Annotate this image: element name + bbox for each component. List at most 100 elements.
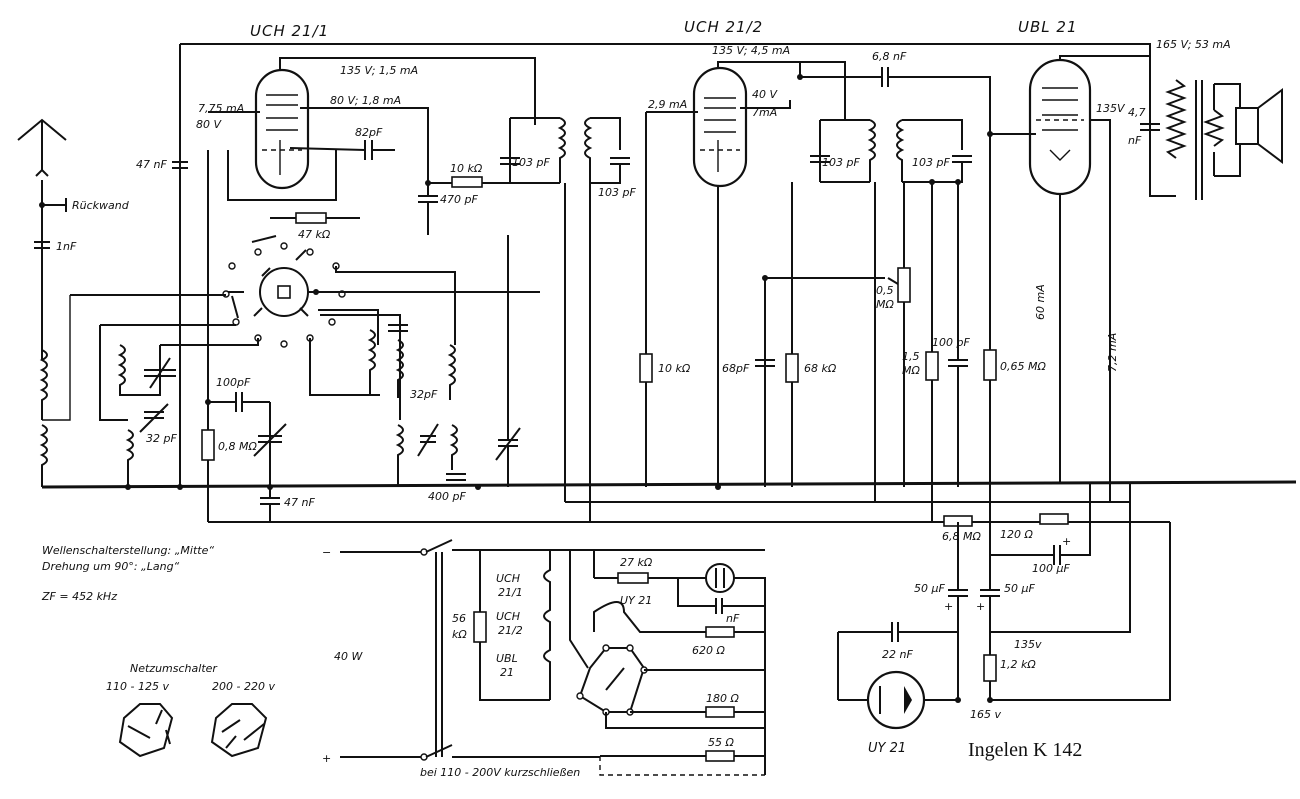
- minus-label: −: [322, 546, 331, 559]
- v165-53ma-label: 165 V; 53 mA: [1156, 38, 1231, 51]
- heater-212: 21/2: [498, 624, 523, 637]
- tube-ubl21: [1028, 58, 1092, 196]
- plus-100uf: +: [1062, 535, 1071, 548]
- r05-label: 0,5: [876, 284, 894, 297]
- r120-label: 120 Ω: [1000, 528, 1033, 541]
- r55-label: 55 Ω: [708, 736, 734, 749]
- resistor-08m: [201, 429, 215, 461]
- resistor-065m: [983, 349, 997, 381]
- zf-note: ZF = 452 kHz: [41, 590, 117, 603]
- tube-ubl21-label: UBL 21: [1018, 18, 1077, 36]
- ma72-label: 7,2 mA: [1106, 333, 1119, 372]
- c32b-label: 32pF: [410, 388, 438, 401]
- mains-selector-200-icon: [210, 703, 268, 758]
- screen-wire-1: [300, 107, 429, 183]
- tube-uch21-2-label: UCH 21/2: [684, 18, 763, 36]
- osc-coil-mid: [367, 235, 521, 487]
- r10k2-label: 10 kΩ: [658, 362, 691, 375]
- v135b-label: 135v: [1014, 638, 1042, 651]
- resistor-620: [705, 626, 735, 638]
- c50b-label: 50 µF: [1004, 582, 1035, 595]
- c47nf-unit-label: nF: [1128, 134, 1142, 147]
- resistor-180: [705, 706, 735, 718]
- resistor-10k-top: [451, 176, 483, 188]
- cap-100pf: [948, 182, 968, 487]
- plus-c50b: +: [976, 600, 985, 613]
- r68k-label: 68 kΩ: [804, 362, 837, 375]
- r15-label: 1,5: [902, 350, 920, 363]
- w40-label: 40 W: [334, 650, 363, 663]
- v135-45ma-label: 135 V; 4,5 mA: [712, 44, 790, 57]
- ma29-label: 2,9 mA: [648, 98, 687, 111]
- v135-label: 135V: [1096, 102, 1126, 115]
- resistor-47k: [295, 212, 327, 224]
- rueckwand-label: Rückwand: [72, 199, 130, 212]
- r620-label: 620 Ω: [692, 644, 725, 657]
- mains-selector-110-icon: [118, 703, 174, 758]
- v80-label: 80 V: [196, 118, 222, 131]
- c100u-label: 100 µF: [1032, 562, 1070, 575]
- resistor-12k: [983, 654, 997, 682]
- heater-211: 21/1: [498, 586, 523, 599]
- top-bus: [179, 43, 1151, 487]
- r12k-label: 1,2 kΩ: [1000, 658, 1036, 671]
- pilot-lamp: [705, 563, 735, 593]
- resistor-15m: [925, 351, 939, 381]
- resistor-10k-agc: [639, 353, 653, 383]
- resistor-120: [1039, 513, 1069, 525]
- osc-grid-wire: [289, 147, 395, 151]
- ma775-label: 7,75 mA: [198, 102, 244, 115]
- power-switch: [420, 539, 600, 761]
- tube-uch21-1: [254, 68, 310, 190]
- cap-50uf-b: [980, 487, 1000, 655]
- plus-c50a: +: [944, 600, 953, 613]
- v165b-label: 165 v: [970, 708, 1001, 721]
- coupling-wire: [800, 76, 991, 134]
- c400-label: 400 pF: [428, 490, 466, 503]
- v135-15ma-label: 135 V; 1,5 mA: [340, 64, 418, 77]
- short-note: bei 110 - 200V kurzschließen: [420, 766, 580, 779]
- caption-title: Ingelen K 142: [968, 739, 1082, 761]
- v80-18ma-label: 80 V; 1,8 mA: [330, 94, 401, 107]
- nfb-label: nF: [726, 612, 740, 625]
- loudspeaker-icon: [1235, 88, 1283, 164]
- heater-21: 21: [500, 666, 514, 679]
- c100p-label: 100 pF: [932, 336, 970, 349]
- c103a-label: 103 pF: [512, 156, 550, 169]
- r47k-label: 47 kΩ: [298, 228, 331, 241]
- c82-label: 82pF: [355, 126, 383, 139]
- cap-68nf: [881, 67, 889, 87]
- r68m-label: 6,8 MΩ: [942, 530, 981, 543]
- heater-uch1: UCH: [496, 572, 520, 585]
- heater-uch2: UCH: [496, 610, 520, 623]
- r10k-label: 10 kΩ: [450, 162, 483, 175]
- antenna-symbol: [17, 118, 67, 360]
- r180-label: 180 Ω: [706, 692, 739, 705]
- wave-switch: [222, 235, 346, 348]
- mains-selector: [576, 644, 648, 716]
- pot-05m: [897, 267, 911, 303]
- c103d-label: 103 pF: [912, 156, 950, 169]
- r15-unit-label: MΩ: [902, 364, 920, 377]
- netzumschalter-title: Netzumschalter: [130, 662, 218, 675]
- c103c-label: 103 pF: [822, 156, 860, 169]
- rectifier-uy21: [866, 670, 926, 730]
- netz-200-label: 200 - 220 v: [212, 680, 275, 693]
- plus-label: +: [322, 752, 331, 765]
- if-transformer-2: [810, 119, 972, 183]
- c100p2-label: 100pF: [216, 376, 251, 389]
- cap-100pf-osc: [235, 392, 243, 412]
- c47n2-label: 47 nF: [284, 496, 315, 509]
- c47-label: 4,7: [1128, 106, 1146, 119]
- heater-chain: [543, 550, 551, 700]
- heater-ubl: UBL: [496, 652, 518, 665]
- c32a-label: 32 pF: [146, 432, 177, 445]
- r56-label: 56: [452, 612, 466, 625]
- resistor-56k: [473, 611, 487, 643]
- ma60-label: 60 mA: [1034, 284, 1047, 320]
- ma7-label: 7mA: [752, 106, 777, 119]
- c47n-label: 47 nF: [136, 158, 167, 171]
- c68n-label: 6,8 nF: [872, 50, 907, 63]
- anode-wire-2: [717, 61, 846, 120]
- c68p-label: 68pF: [722, 362, 750, 375]
